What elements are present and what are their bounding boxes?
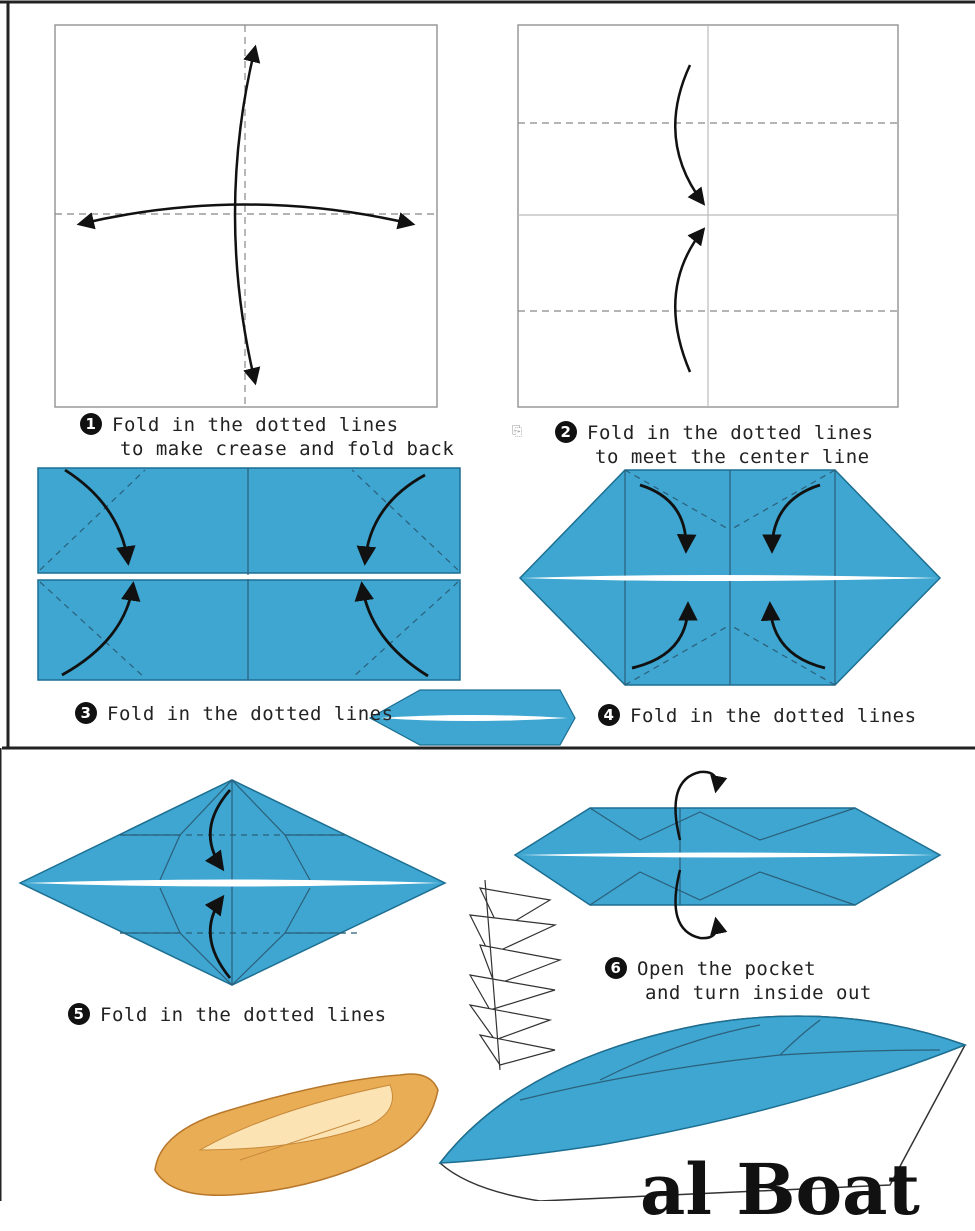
step-number-badge: 1: [80, 412, 102, 435]
step-1-square: [54, 24, 438, 408]
partial-footer-title: al Boat: [640, 1148, 920, 1231]
step-2-caption: 2 Fold in the dotted lines to meet the ce…: [555, 420, 874, 469]
step-text-line-1: Fold in the dotted lines: [630, 705, 917, 727]
step-3-rectangle: [37, 467, 465, 681]
final-blue-boat: [438, 1015, 968, 1201]
curved-arrow-icon: [674, 227, 706, 373]
curved-arrow-icon: [76, 203, 416, 230]
curved-arrow-icon: [760, 601, 826, 670]
mini-boat-illustration: [368, 689, 576, 746]
step-text-line-2: to make crease and fold back: [120, 438, 455, 460]
curved-arrow-icon: [354, 581, 429, 678]
page-frame: [0, 0, 975, 1201]
step-4-caption: 4 Fold in the dotted lines: [598, 703, 917, 728]
rotate-arrow-icon: [674, 869, 728, 940]
curved-arrow-icon: [356, 473, 426, 566]
step-1-caption: 1 Fold in the dotted lines to make crease…: [80, 412, 455, 461]
svg-text:⎘: ⎘: [512, 424, 522, 439]
step-6-caption: 6 Open the pocket and turn inside out: [605, 956, 872, 1005]
curved-arrow-icon: [204, 894, 232, 979]
step-number-badge: 2: [555, 420, 577, 443]
step-number-badge: 3: [75, 701, 97, 724]
finished-paper-boat-photo: [154, 1073, 439, 1197]
curved-arrow-icon: [61, 581, 141, 677]
rotate-arrow-icon: [674, 770, 728, 841]
curved-arrow-icon: [639, 483, 697, 554]
diagram-canvas: ⎘: [0, 0, 975, 1201]
step-text-line-1: Fold in the dotted lines: [587, 422, 874, 444]
step-number-badge: 6: [605, 956, 627, 979]
curved-arrow-icon: [762, 483, 821, 554]
curved-arrow-icon: [631, 601, 698, 670]
flower-sketch-illustration: [468, 879, 563, 1071]
curved-arrow-icon: [64, 468, 136, 566]
step-text-line-2: to meet the center line: [595, 446, 870, 468]
step-number-badge: 4: [598, 703, 620, 726]
step-2-square: ⎘: [512, 24, 899, 439]
step-6-folded-boat: [513, 770, 942, 940]
step-4-hexagon: [518, 469, 942, 686]
step-5-diamond: [18, 779, 447, 986]
step-text-line-2: and turn inside out: [645, 982, 872, 1004]
step-text-line-1: Fold in the dotted lines: [112, 414, 399, 436]
step-text-line-1: Fold in the dotted lines: [100, 1004, 387, 1026]
step-number-badge: 5: [68, 1002, 90, 1025]
step-3-caption: 3 Fold in the dotted lines: [75, 701, 394, 726]
curved-arrow-icon: [204, 789, 232, 872]
step-5-caption: 5 Fold in the dotted lines: [68, 1002, 387, 1027]
step-text-line-1: Fold in the dotted lines: [107, 703, 394, 725]
step-text-line-1: Open the pocket: [637, 958, 817, 980]
curved-arrow-icon: [674, 64, 706, 206]
